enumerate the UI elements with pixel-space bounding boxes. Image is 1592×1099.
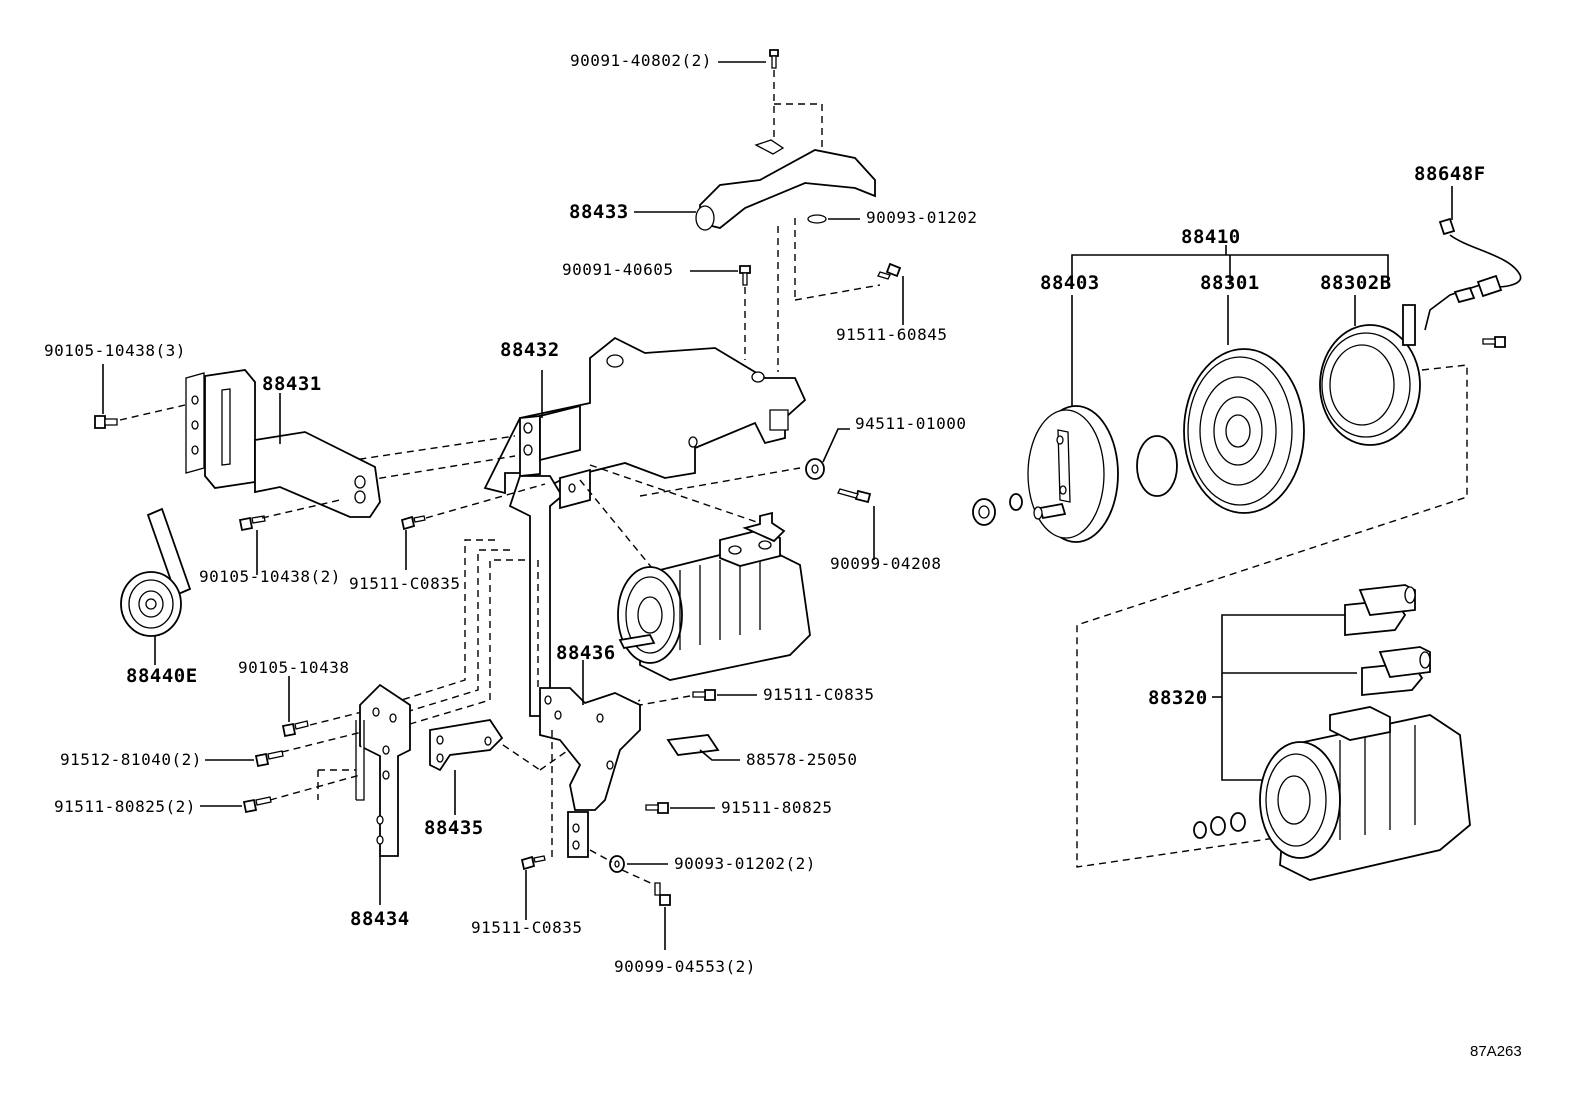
shim <box>1009 493 1023 511</box>
bracket-88432 <box>483 336 807 495</box>
bolt-91512-81040 <box>254 750 284 768</box>
bolt-91511-C0835-mid <box>692 689 716 701</box>
bolt-91511-60845 <box>877 262 902 280</box>
bolt-91511-C0835-top <box>400 515 426 531</box>
callout-88320: 88320 <box>1148 687 1208 709</box>
callout-88440E: 88440E <box>126 665 198 687</box>
pulley-88301 <box>1183 348 1305 514</box>
callout-88301: 88301 <box>1200 272 1260 294</box>
callout-91511-C0835-bottom: 91511-C0835 <box>471 918 582 937</box>
harness-88648F <box>1424 217 1522 331</box>
callout-94511-01000: 94511-01000 <box>855 414 966 433</box>
callout-90091-40605: 90091-40605 <box>562 260 673 279</box>
bracket-88436 <box>539 687 641 858</box>
washer-90093-01202 <box>807 214 827 224</box>
label-plate-88578-25050 <box>666 734 720 756</box>
bolt-90091-40605 <box>739 265 751 286</box>
compressor-88320 <box>1259 706 1471 881</box>
bracket-88433 <box>695 139 876 231</box>
bolt-90091-40802 <box>769 49 779 69</box>
callout-88410: 88410 <box>1181 226 1241 248</box>
callout-88403: 88403 <box>1040 272 1100 294</box>
nut <box>972 498 996 526</box>
callout-88435: 88435 <box>424 817 484 839</box>
pulley-88440E <box>120 507 192 637</box>
snap-ring <box>1136 435 1178 497</box>
callout-90105-10438-2: 90105-10438(2) <box>199 567 341 586</box>
bracket-88434 <box>355 683 411 857</box>
valve-upper <box>1344 584 1416 636</box>
bolt-90099-04208 <box>837 488 872 504</box>
callout-88431: 88431 <box>262 373 322 395</box>
bracket-88432-lower <box>508 468 591 717</box>
bolt-90105-10438-3 <box>94 415 118 429</box>
washer-90093-01202-2 <box>609 855 625 873</box>
bolt-90105-10438-2 <box>238 515 266 532</box>
callout-90093-01202-2: 90093-01202(2) <box>674 854 816 873</box>
clutch-hub-88403 <box>1027 405 1119 543</box>
callout-91512-81040-2: 91512-81040(2) <box>60 750 202 769</box>
callout-90091-40802: 90091-40802(2) <box>570 51 712 70</box>
callout-88436: 88436 <box>556 642 616 664</box>
bolt-91511-C0835-bottom <box>520 855 546 871</box>
callout-90099-04208: 90099-04208 <box>830 554 941 573</box>
callout-91511-80825-2: 91511-80825(2) <box>54 797 196 816</box>
callout-90105-10438: 90105-10438 <box>238 658 349 677</box>
callout-88578-25050: 88578-25050 <box>746 750 857 769</box>
o-rings <box>1193 812 1246 839</box>
callout-90099-04553-2: 90099-04553(2) <box>614 957 756 976</box>
callout-88648F: 88648F <box>1414 163 1486 185</box>
washer-94511-01000 <box>805 458 825 480</box>
callout-90105-10438-3: 90105-10438(3) <box>44 341 186 360</box>
compressor-assembly <box>617 511 811 681</box>
bolt-91511-80825 <box>645 802 669 814</box>
bracket-88435 <box>429 719 504 772</box>
stator-coil-88302B <box>1319 304 1421 446</box>
callout-88432: 88432 <box>500 339 560 361</box>
callout-88302B: 88302B <box>1320 272 1392 294</box>
callout-91511-80825: 91511-80825 <box>721 798 832 817</box>
bolt-91511-80825-2 <box>242 796 272 814</box>
bolt-90105-10438 <box>281 720 309 738</box>
screw <box>1482 336 1506 348</box>
callout-88433: 88433 <box>569 201 629 223</box>
callout-90093-01202: 90093-01202 <box>866 208 977 227</box>
callout-88434: 88434 <box>350 908 410 930</box>
diagram-code: 87A263 <box>1470 1043 1522 1060</box>
callout-91511-60845: 91511-60845 <box>836 325 947 344</box>
bracket-88431 <box>185 369 381 518</box>
callout-91511-C0835-top: 91511-C0835 <box>349 574 460 593</box>
bolt-90099-04553 <box>654 882 671 906</box>
valve-lower <box>1361 646 1431 696</box>
callout-91511-C0835-mid: 91511-C0835 <box>763 685 874 704</box>
